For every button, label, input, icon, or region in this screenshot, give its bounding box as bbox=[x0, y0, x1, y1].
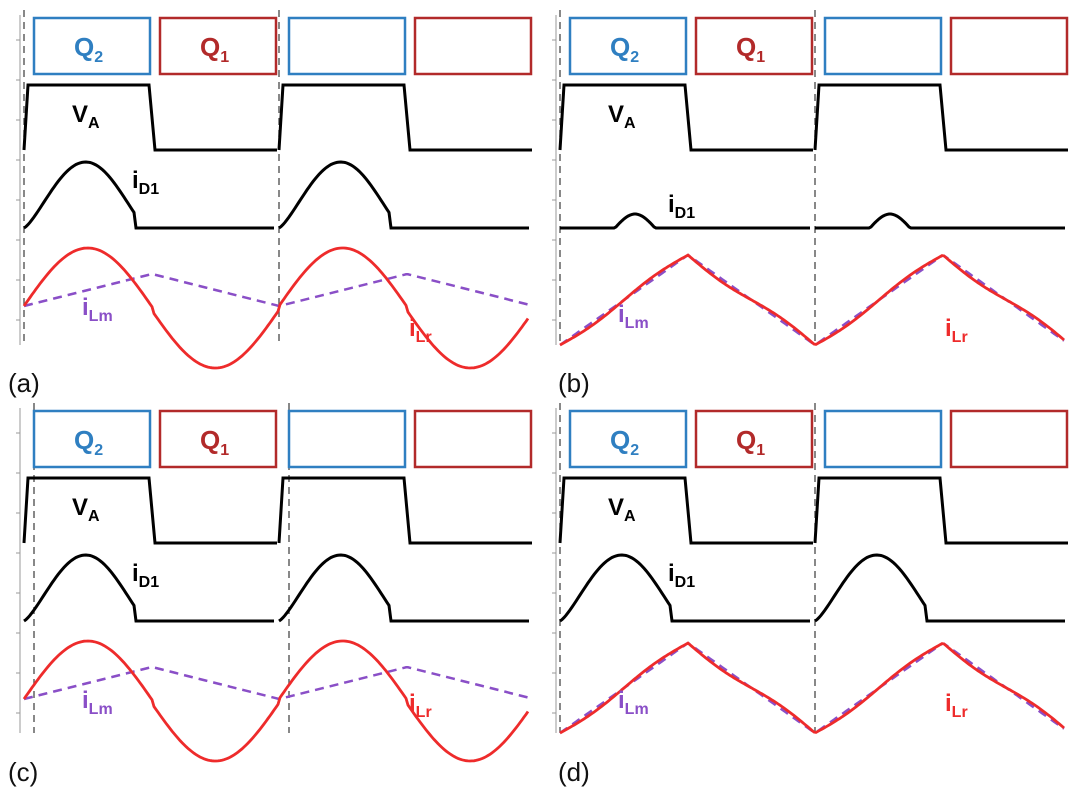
va-label: VA bbox=[72, 101, 100, 132]
id1-waveform bbox=[559, 553, 1065, 623]
q1-gate-box bbox=[949, 409, 1069, 469]
ilm-waveform bbox=[23, 665, 529, 701]
ilm-label: iLm bbox=[82, 687, 113, 718]
ilr-label: iLr bbox=[409, 315, 432, 346]
q1-label: Q1 bbox=[736, 425, 765, 459]
va-label: VA bbox=[72, 494, 100, 525]
q1-label: Q1 bbox=[200, 32, 229, 66]
ilr-waveform bbox=[22, 639, 530, 763]
id1-waveform bbox=[23, 553, 529, 623]
q1-gate-box bbox=[158, 16, 278, 76]
va-label: VA bbox=[608, 101, 636, 132]
panel-a-label: (a) bbox=[8, 368, 40, 398]
q1-gate-box bbox=[694, 409, 814, 469]
id1-label: iD1 bbox=[668, 560, 695, 591]
panel-c-label: (c) bbox=[8, 757, 38, 787]
q2-gate-box bbox=[32, 16, 152, 76]
q2-gate-box bbox=[568, 409, 688, 469]
q1-label: Q1 bbox=[200, 425, 229, 459]
id1-label: iD1 bbox=[132, 167, 159, 198]
ilm-label: iLm bbox=[82, 294, 113, 325]
ilr-label: iLr bbox=[409, 690, 432, 721]
ilr-label: iLr bbox=[945, 690, 968, 721]
q2-gate-box bbox=[568, 16, 688, 76]
id1-waveform bbox=[560, 212, 1065, 230]
q2-gate-box bbox=[32, 409, 152, 469]
q2-label: Q2 bbox=[610, 32, 639, 66]
panel-d-label: (d) bbox=[558, 757, 590, 787]
ilm-waveform bbox=[23, 272, 529, 308]
q2-label: Q2 bbox=[610, 425, 639, 459]
id1-label: iD1 bbox=[668, 191, 695, 222]
ilr-label: iLr bbox=[945, 315, 968, 346]
ilm-waveform bbox=[559, 641, 1065, 735]
q2-gate-box bbox=[823, 16, 943, 76]
q2-gate-box bbox=[287, 409, 407, 469]
ilr-waveform bbox=[22, 246, 530, 370]
va-waveform bbox=[558, 476, 1068, 545]
ilr-waveform bbox=[559, 253, 1065, 347]
va-label: VA bbox=[608, 494, 636, 525]
q2-gate-box bbox=[287, 16, 407, 76]
q1-gate-box bbox=[949, 16, 1069, 76]
ilr-waveform bbox=[559, 641, 1065, 735]
q1-gate-box bbox=[694, 16, 814, 76]
id1-waveform bbox=[23, 160, 529, 230]
id1-label: iD1 bbox=[132, 560, 159, 591]
q2-label: Q2 bbox=[74, 425, 103, 459]
ilm-label: iLm bbox=[618, 687, 649, 718]
q2-gate-box bbox=[823, 409, 943, 469]
q1-label: Q1 bbox=[736, 32, 765, 66]
q1-gate-box bbox=[413, 409, 533, 469]
ilm-label: iLm bbox=[618, 301, 649, 332]
q1-gate-box bbox=[158, 409, 278, 469]
q1-gate-box bbox=[413, 16, 533, 76]
va-waveform bbox=[22, 476, 532, 545]
va-waveform bbox=[22, 83, 532, 152]
panel-b-label: (b) bbox=[558, 368, 590, 398]
va-waveform bbox=[558, 83, 1068, 152]
q2-label: Q2 bbox=[74, 32, 103, 66]
